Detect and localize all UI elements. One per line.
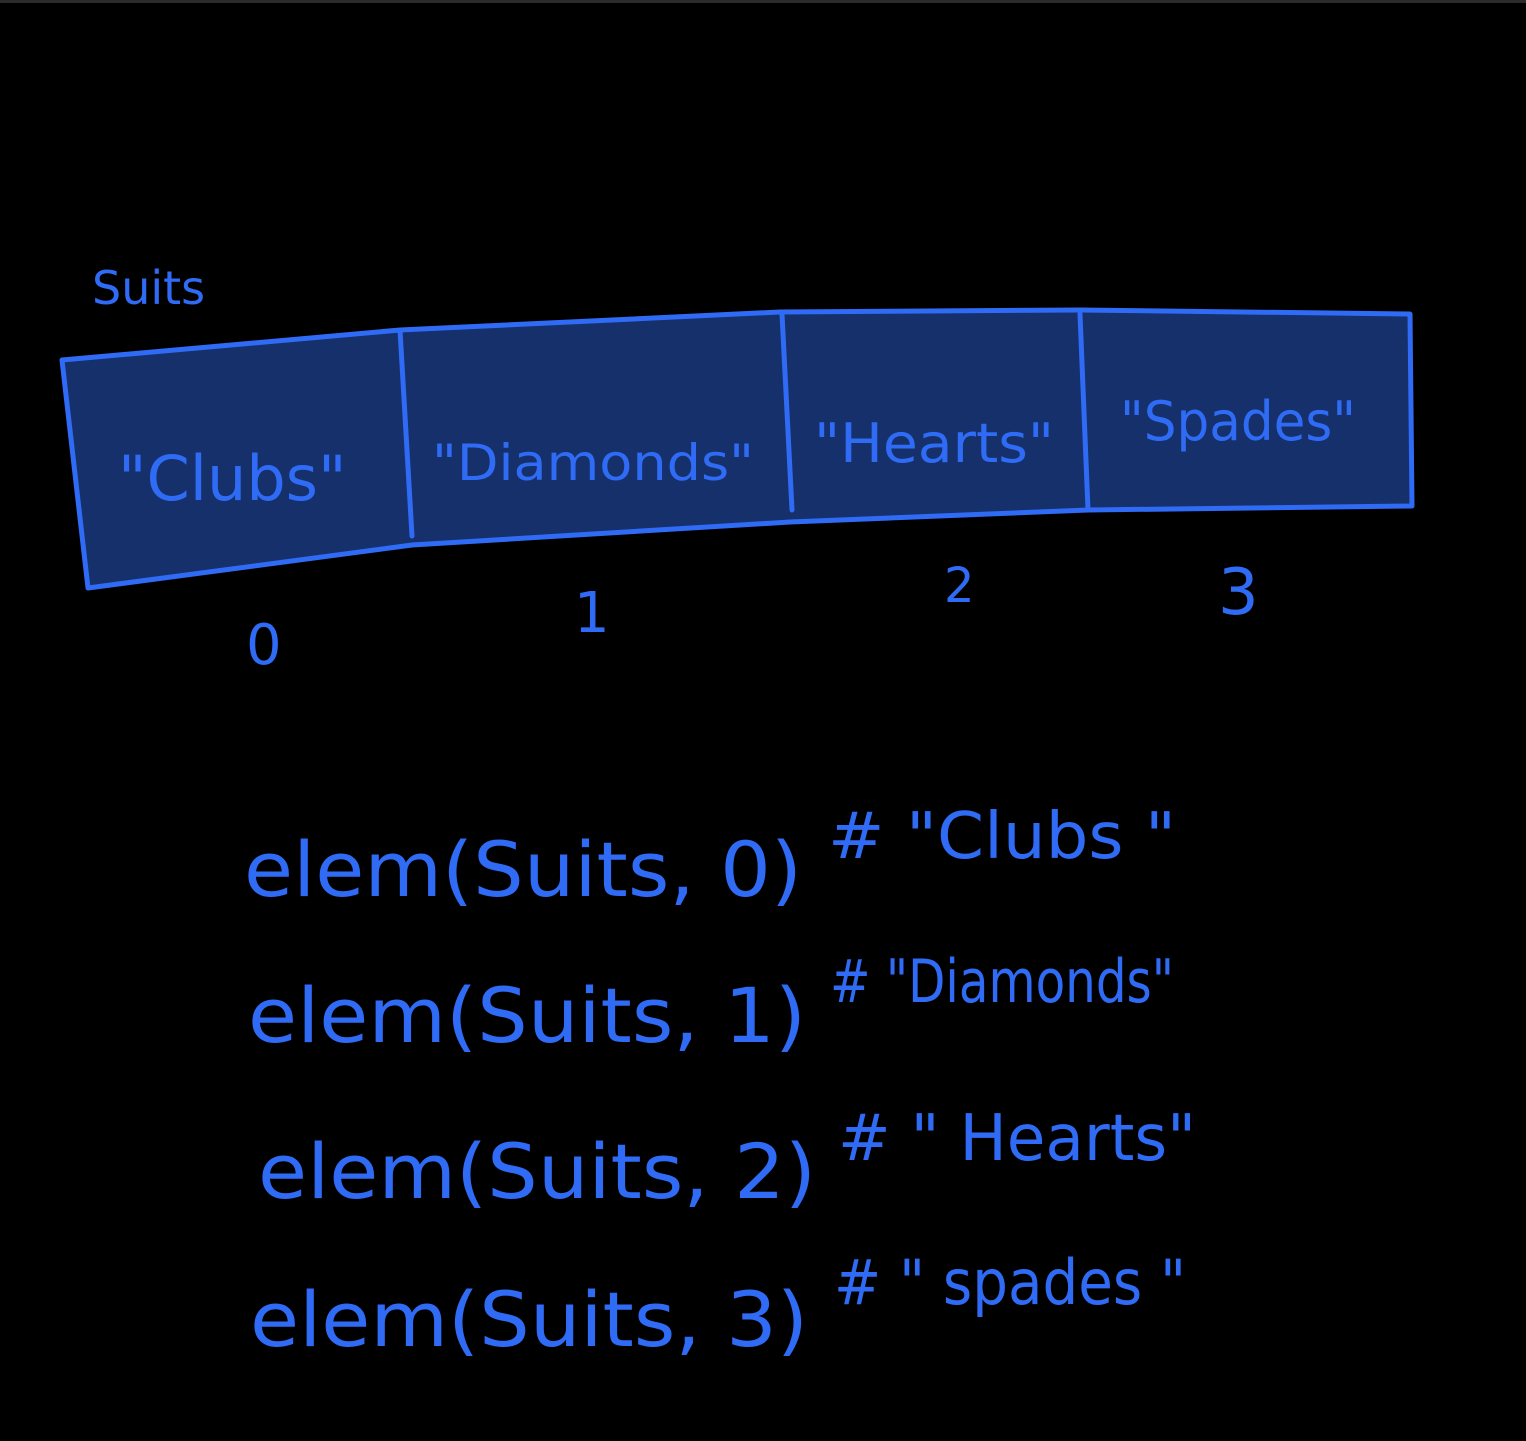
index-label: 0 — [246, 613, 282, 678]
index-label: 1 — [574, 581, 610, 646]
elem-call-comment: # "Clubs " — [828, 800, 1176, 874]
elem-call-comment: # " Hearts" — [838, 1102, 1196, 1176]
elem-call-code: elem(Suits, 2) — [258, 1127, 816, 1216]
elem-call-comment: # " spades " — [834, 1246, 1186, 1319]
index-label: 2 — [944, 558, 975, 614]
cell-divider — [397, 327, 415, 539]
index-label: 3 — [1218, 556, 1259, 630]
cell-value: "Diamonds" — [432, 434, 754, 492]
cell-divider — [1077, 311, 1091, 513]
elem-call-code: elem(Suits, 3) — [250, 1275, 808, 1364]
cell-value: "Spades" — [1120, 390, 1356, 453]
elem-call-code: elem(Suits, 0) — [244, 825, 802, 914]
top-border — [0, 0, 1526, 3]
cell-value: "Clubs" — [118, 442, 347, 515]
array-box — [59, 307, 1415, 591]
elem-call-code: elem(Suits, 1) — [248, 971, 806, 1060]
cell-divider — [779, 311, 795, 513]
elem-call-comment: # "Diamonds" — [830, 947, 1174, 1017]
cell-value: "Hearts" — [814, 412, 1054, 475]
array-name-label: Suits — [92, 261, 205, 315]
